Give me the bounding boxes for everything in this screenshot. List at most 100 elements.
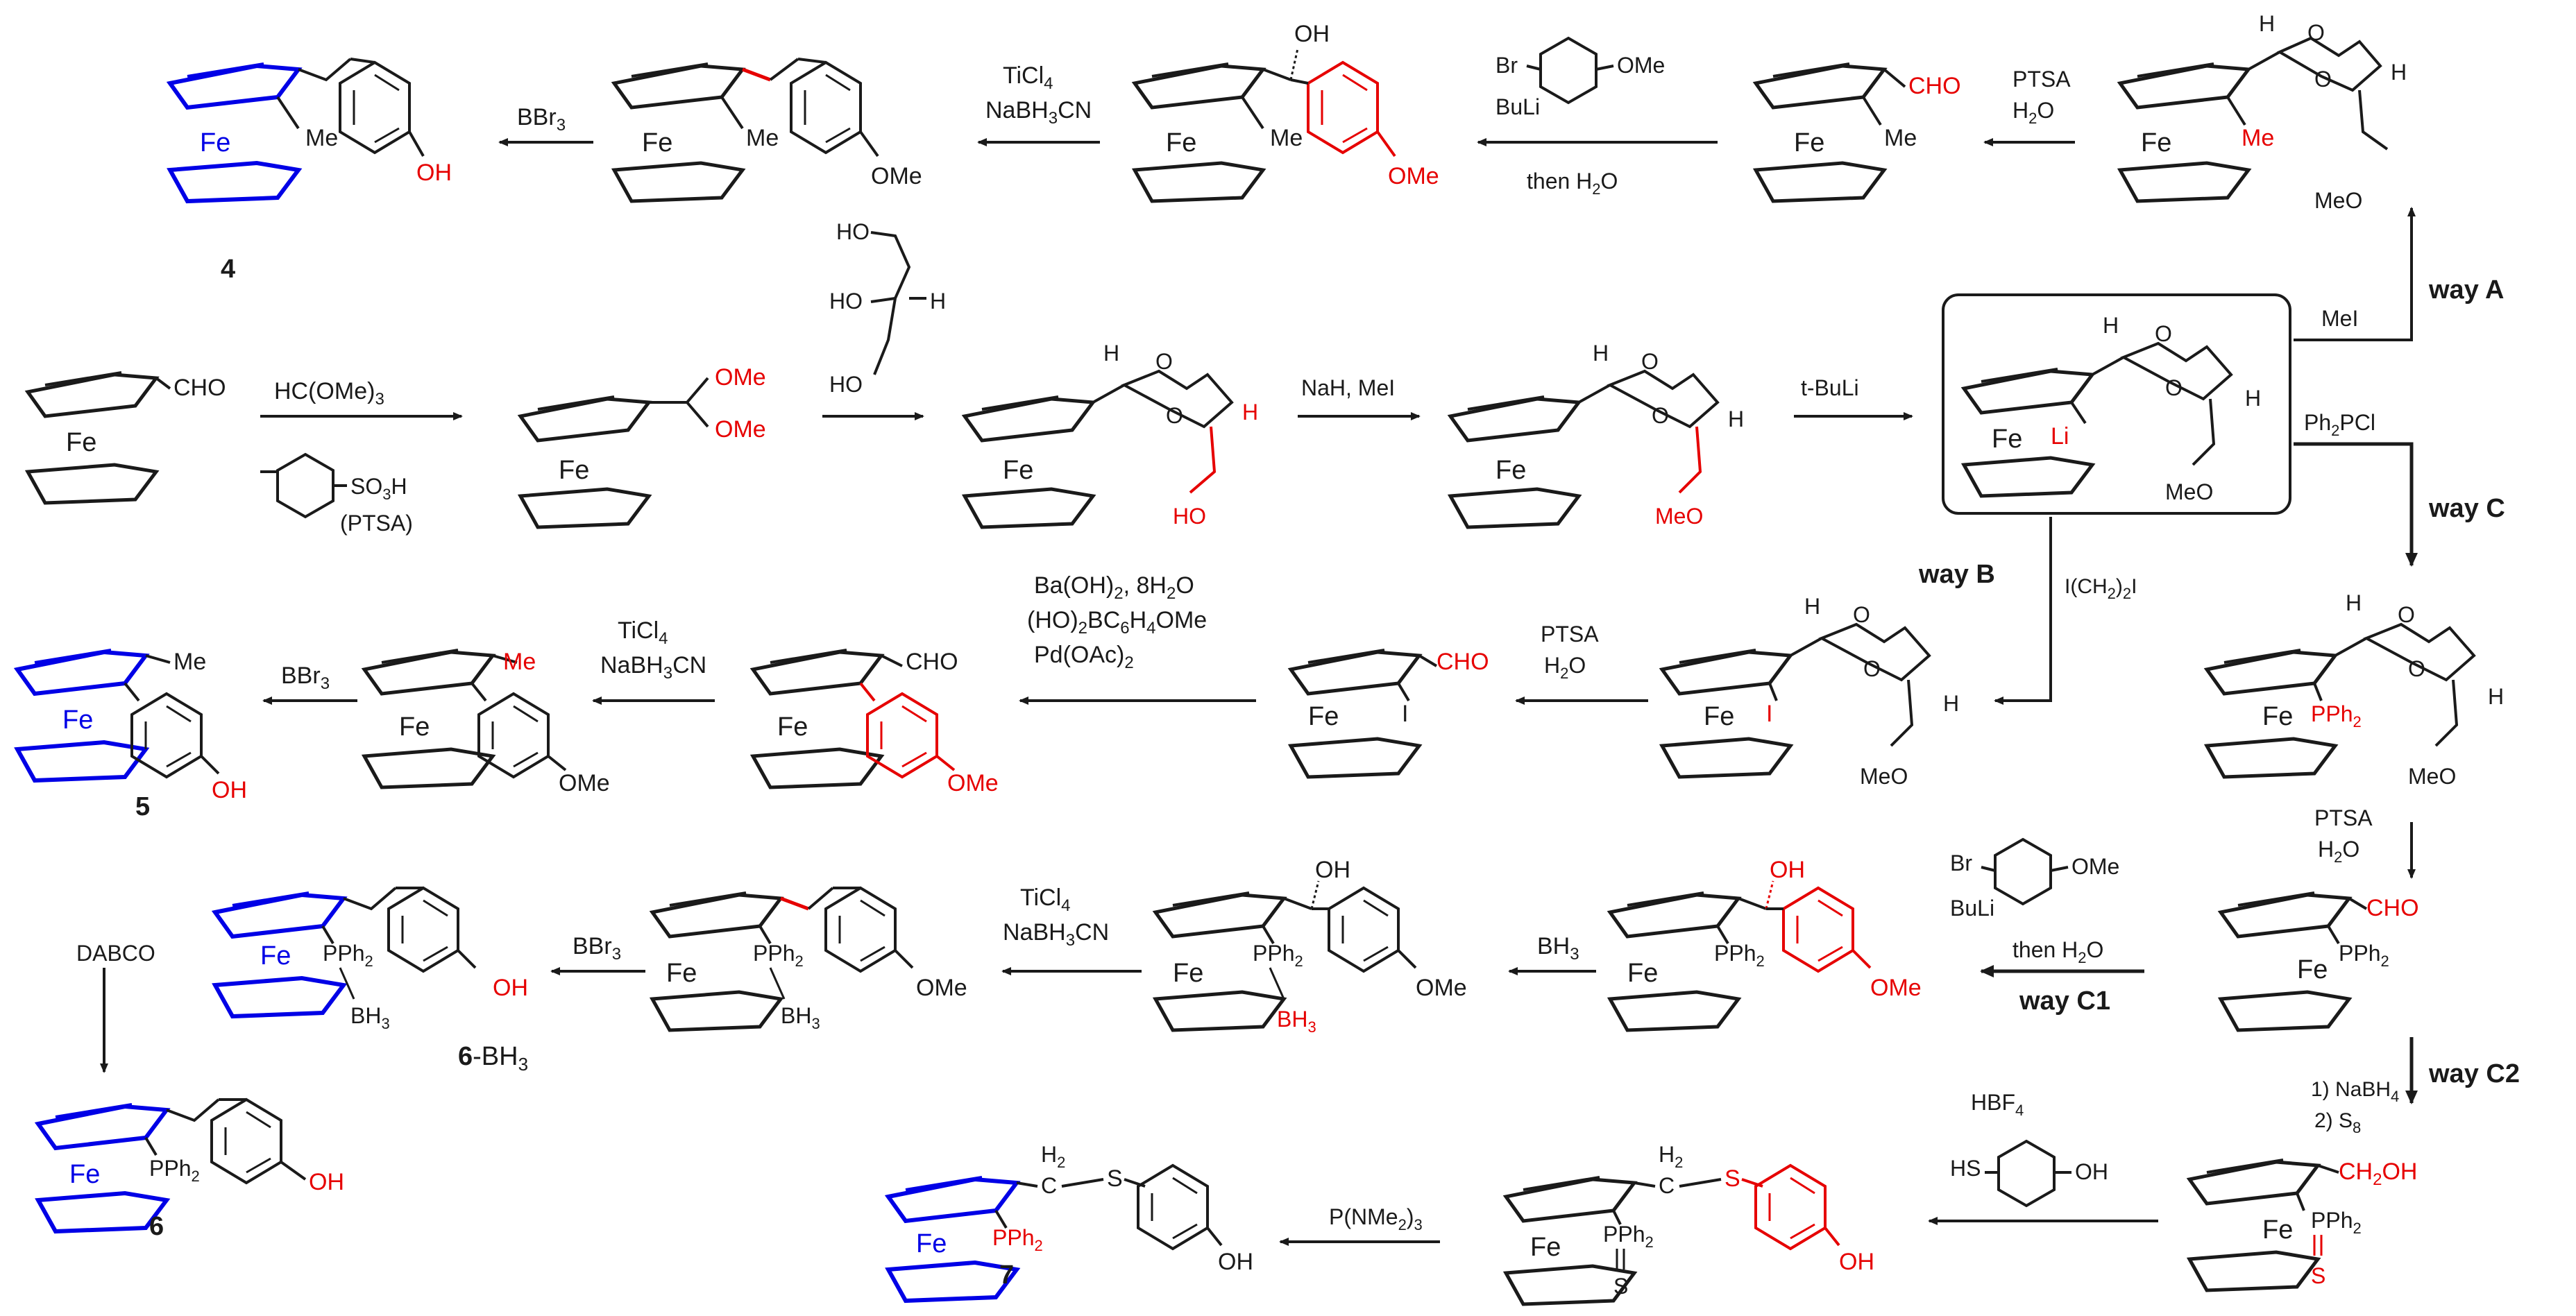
i-label: I [1766, 701, 1772, 727]
reagent-h2o: H2O [2318, 837, 2359, 866]
pph2-label: PPh2 [1253, 941, 1303, 970]
cho-label: CHO [2366, 895, 2419, 921]
h-label: H [1242, 400, 1258, 425]
ome-label: OMe [871, 163, 922, 189]
compound-5: Fe Me OH 5 [13, 649, 247, 821]
ome-label: OMe [916, 975, 967, 1001]
cho-label: CHO [1908, 73, 1961, 99]
o-label: O [2307, 20, 2325, 45]
compound-pph2-bh3-benzyl: Fe PPh2 BH3 OMe [649, 886, 967, 1032]
h-label: H [2103, 313, 2119, 338]
me-label: Me [1270, 125, 1303, 151]
h-label: H [1943, 691, 1959, 716]
compound-6: Fe PPh2 OH 6 [34, 1097, 344, 1241]
oh-label: OH [1315, 857, 1350, 883]
me-label: Me [503, 649, 536, 675]
fe-label: Fe [1495, 456, 1526, 485]
reagent-so3h: SO3H [350, 474, 407, 503]
compound-number-7: 7 [999, 1261, 1014, 1290]
step-way-c: Ph2PCl way C [2294, 410, 2505, 567]
compound-number-4: 4 [221, 255, 235, 284]
reagent-h2o: H2O [2012, 98, 2054, 127]
way-a-label: way A [2428, 275, 2504, 305]
reagent-nabh3cn: NaBH3CN [985, 97, 1092, 128]
compound-dimethylacetal: Fe OMe OMe [517, 364, 766, 529]
reagent-buli: BuLi [1950, 896, 1994, 921]
way-c2-label: way C2 [2428, 1059, 2520, 1088]
fe-label: Fe [559, 456, 589, 485]
fe-label: Fe [2141, 128, 2171, 157]
step-aryllithium-1: Br OMe BuLi then H2O [1477, 36, 1718, 198]
compound-acetal-ch2oh: Fe H O O H HO [961, 341, 1258, 529]
reagent-buli: BuLi [1495, 94, 1540, 119]
fe-label: Fe [1166, 128, 1196, 157]
step-reduction-1: TiCl4 NaBH3CN [977, 62, 1100, 146]
s-label: S [1613, 1274, 1628, 1299]
reagent-dabco: DABCO [76, 941, 155, 966]
pph2-label: PPh2 [753, 941, 804, 970]
pph2-label: PPh2 [149, 1156, 200, 1185]
way-c1-label: way C1 [2019, 986, 2110, 1016]
step-way-c1: Br OMe BuLi then H2O way C1 [1950, 837, 2144, 1016]
reagent-ho: HO [829, 289, 863, 314]
reagent-ho: HO [829, 372, 863, 397]
meo-label: MeO [2408, 764, 2456, 789]
s-label: S [1107, 1165, 1123, 1192]
step-acetalization: HC(OMe)3 SO3H (PTSA) [260, 378, 463, 536]
reagent-oh: OH [2075, 1159, 2108, 1184]
c-label: C [1041, 1173, 1057, 1198]
pph2-label: PPh2 [323, 941, 373, 970]
compound-methoxybenzyl-me-ferrocene: Fe Me OMe [611, 58, 922, 203]
fe-label: Fe [916, 1229, 947, 1258]
h-label: H [1804, 594, 1820, 619]
reagent-ome: OMe [1617, 53, 1665, 78]
o-label: O [1166, 403, 1183, 428]
compound-number-6: 6 [149, 1212, 164, 1241]
compound-number-5: 5 [135, 792, 150, 821]
compound-lithiated-intermediate: Fe Li H O O H MeO [1942, 293, 2291, 515]
reagent-ptsa: PTSA [1541, 622, 1599, 647]
reagent-pdoac2: Pd(OAc)2 [1034, 642, 1134, 672]
step-bh3: BH3 [1508, 933, 1596, 975]
compound-carbinol-me-ferrocene: Fe OH Me OMe [1131, 21, 1439, 203]
reagent-bh3: BH3 [1537, 933, 1579, 964]
step-suzuki: Ba(OH)2, 8H2O (HO)2BC6H4OMe Pd(OAc)2 [1019, 572, 1256, 705]
meo-label: MeO [2314, 188, 2362, 213]
step-ptsa-3: PTSA H2O [2314, 805, 2416, 879]
fe-label: Fe [666, 959, 697, 988]
reagent-hbf4: HBF4 [1971, 1090, 2024, 1119]
i-label: I [1402, 701, 1408, 727]
fe-label: Fe [642, 128, 672, 157]
reagent-h: H [930, 289, 946, 314]
step-bbr3-1: BBr3 [498, 104, 593, 146]
o-label: O [2165, 375, 2183, 400]
way-c-label: way C [2428, 494, 2505, 523]
pph2-label: PPh2 [2339, 941, 2389, 970]
fe-label: Fe [2262, 702, 2293, 731]
compound-ch2oh-ps: Fe CH2OH PPh2 S [2186, 1159, 2417, 1292]
ome-label: OMe [559, 770, 610, 796]
compound-iodo-acetal: Fe I H O O H MeO [1659, 594, 1959, 789]
reagent-br: Br [1495, 53, 1518, 78]
compound-pph2-carbinol: Fe OH PPh2 OMe [1607, 857, 1922, 1032]
fe-label: Fe [260, 941, 291, 971]
o-label: O [2314, 67, 2332, 92]
reagent-ticl4: TiCl4 [1020, 885, 1071, 915]
step-reduction-3: TiCl4 NaBH3CN [1001, 885, 1142, 975]
reagent-hs: HS [1950, 1156, 1981, 1181]
reagent-nabh3cn: NaBH3CN [1003, 919, 1109, 950]
reagent-nah-mei: NaH, MeI [1301, 375, 1395, 400]
compound-acetal-ome: Fe H O O H MeO [1447, 341, 1744, 529]
bh3-label: BH3 [781, 1003, 820, 1032]
fe-label: Fe [62, 706, 93, 735]
pph2-label: PPh2 [1603, 1222, 1654, 1251]
h2-label: H2 [1041, 1142, 1065, 1171]
reagent-ho: HO [836, 219, 870, 244]
o-label: O [2408, 656, 2425, 681]
compound-7: Fe H2 C S OH PPh2 7 [884, 1142, 1253, 1304]
reagent-nabh4: 1) NaBH4 [2311, 1078, 2399, 1105]
reagent-bbr3: BBr3 [517, 104, 566, 135]
fe-label: Fe [1992, 425, 2022, 454]
ome-label: OMe [1416, 975, 1467, 1001]
